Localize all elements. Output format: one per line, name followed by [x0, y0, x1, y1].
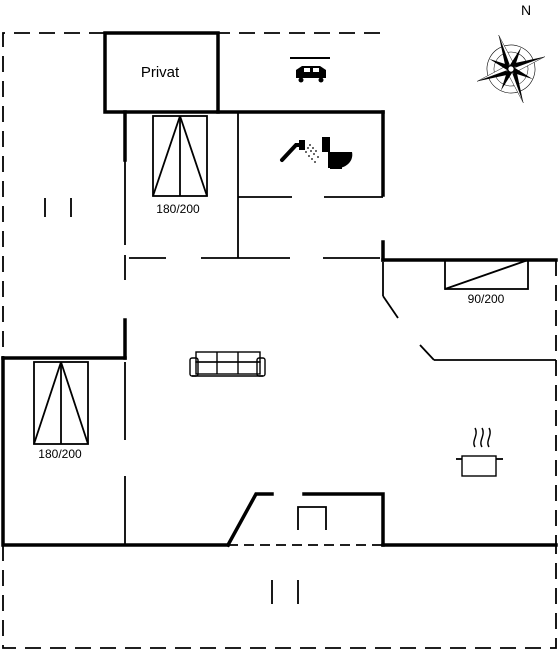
compass-north-label: N	[521, 2, 531, 18]
bed3-size-label: 90/200	[468, 292, 505, 306]
interior-partitions	[44, 160, 556, 604]
entrance	[225, 492, 385, 548]
exterior-walls	[1, 110, 558, 547]
privat-room: Privat	[103, 31, 220, 114]
sofa-icon	[189, 351, 266, 377]
bedroom-3: 90/200	[444, 259, 529, 306]
bedroom-1: 180/200	[152, 115, 208, 216]
cooking-pot-icon	[456, 427, 503, 477]
privat-label: Privat	[141, 64, 180, 81]
compass-rose-icon: N	[477, 2, 545, 103]
bed2-size-label: 180/200	[38, 447, 82, 461]
car-icon	[290, 57, 330, 83]
bed1-size-label: 180/200	[156, 202, 200, 216]
bedroom-2: 180/200	[33, 361, 89, 461]
shower-icon	[280, 140, 319, 163]
outer-terrace-boundary	[2, 32, 557, 649]
bathroom	[237, 112, 383, 258]
toilet-icon	[322, 137, 353, 169]
